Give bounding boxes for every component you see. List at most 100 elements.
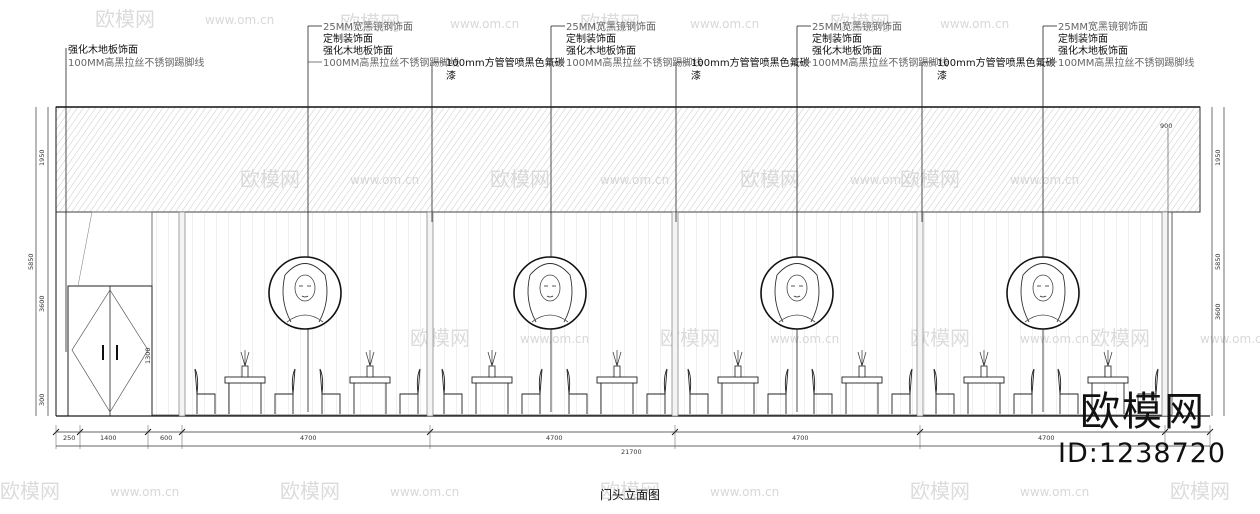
- svg-text:4700: 4700: [1038, 434, 1055, 442]
- watermark-brand: 欧模网: [280, 479, 340, 503]
- cafe-chair: [891, 368, 913, 414]
- svg-text:强化木地板饰面: 强化木地板饰面: [566, 44, 636, 57]
- svg-text:900: 900: [1160, 122, 1172, 130]
- pilaster: [426, 211, 434, 417]
- svg-text:100mm方管管喷黑色氟碳: 100mm方管管喷黑色氟碳: [937, 56, 1056, 69]
- svg-text:3600: 3600: [1214, 303, 1222, 320]
- svg-text:100MM高黑拉丝不锈钢踢脚线: 100MM高黑拉丝不锈钢踢脚线: [812, 56, 948, 69]
- svg-text:漆: 漆: [937, 69, 947, 82]
- drawing-title: 门头立面图: [599, 488, 660, 502]
- pilaster: [671, 211, 679, 417]
- pilaster-group: [178, 211, 1169, 417]
- portrait-group: [268, 256, 1080, 330]
- watermark-brand: 欧模网: [340, 11, 400, 35]
- watermark-brand: 欧模网: [0, 479, 60, 503]
- cafe-table: [596, 350, 638, 414]
- pilaster: [1161, 211, 1169, 417]
- svg-text:1950: 1950: [1214, 149, 1222, 166]
- cafe-chair: [319, 368, 341, 414]
- svg-text:1400: 1400: [100, 434, 117, 442]
- cafe-table: [224, 350, 266, 414]
- watermark-site: www.om.cn: [1200, 332, 1260, 346]
- left-note-line-1: 强化木地板饰面: [68, 43, 138, 56]
- watermark-site: www.om.cn: [690, 17, 759, 31]
- svg-text:漆: 漆: [446, 69, 456, 82]
- svg-text:100MM高黑拉丝不锈钢踢脚线: 100MM高黑拉丝不锈钢踢脚线: [1058, 56, 1194, 69]
- brand-watermark: 欧模网 ID:1238720: [1058, 392, 1228, 467]
- svg-text:1300: 1300: [144, 347, 152, 364]
- pilaster: [916, 211, 924, 417]
- watermark-site: www.om.cn: [110, 485, 179, 499]
- brand-name: 欧模网: [1080, 389, 1206, 435]
- svg-text:600: 600: [160, 434, 172, 442]
- cafe-chair: [399, 368, 421, 414]
- cafe-chair: [646, 368, 668, 414]
- pilaster: [178, 211, 186, 417]
- svg-text:3600: 3600: [38, 295, 46, 312]
- entrance-door: [67, 211, 153, 417]
- svg-text:100mm方管管喷黑色氟碳: 100mm方管管喷黑色氟碳: [691, 56, 810, 69]
- portrait-medallion: [1006, 256, 1080, 330]
- watermark-brand: 欧模网: [95, 7, 155, 31]
- watermark-brand: 欧模网: [910, 479, 970, 503]
- cafe-table: [717, 350, 759, 414]
- svg-text:21700: 21700: [621, 448, 642, 456]
- watermark-site: www.om.cn: [1020, 485, 1089, 499]
- watermark-brand: 欧模网: [830, 11, 890, 35]
- svg-text:强化木地板饰面: 强化木地板饰面: [1058, 44, 1128, 57]
- bottom-dimensions: 250 1400 600 4700 4700 4700 4700 21700: [52, 425, 1214, 456]
- left-dimensions: 1950 3600 5850 1300 300: [27, 107, 152, 416]
- svg-text:定制装饰面: 定制装饰面: [323, 32, 373, 45]
- brand-id: ID:1238720: [1058, 438, 1227, 469]
- cafe-chair: [933, 368, 955, 414]
- tube-note-3: 100mm方管管喷黑色氟碳 漆: [937, 56, 1056, 82]
- bay-note-3: 25MM宽黑镜钢饰面 定制装饰面 强化木地板饰面 100MM高黑拉丝不锈钢踢脚线: [812, 20, 948, 69]
- cafe-table: [841, 350, 883, 414]
- tube-note-2: 100mm方管管喷黑色氟碳 漆: [691, 56, 810, 82]
- svg-text:定制装饰面: 定制装饰面: [812, 32, 862, 45]
- svg-text:100MM高黑拉丝不锈钢踢脚线: 100MM高黑拉丝不锈钢踢脚线: [323, 56, 459, 69]
- cafe-chair: [1057, 368, 1079, 414]
- svg-text:5850: 5850: [1214, 253, 1222, 270]
- cafe-table: [1087, 350, 1129, 414]
- svg-text:4700: 4700: [792, 434, 809, 442]
- svg-text:1950: 1950: [38, 149, 46, 166]
- portrait-medallion: [268, 256, 342, 330]
- watermark-site: www.om.cn: [390, 485, 459, 499]
- svg-text:4700: 4700: [300, 434, 317, 442]
- svg-text:300: 300: [38, 394, 46, 406]
- svg-text:强化木地板饰面: 强化木地板饰面: [323, 44, 393, 57]
- svg-text:定制装饰面: 定制装饰面: [1058, 32, 1108, 45]
- cafe-chair: [521, 368, 543, 414]
- cafe-table: [349, 350, 391, 414]
- cafe-chair: [687, 368, 709, 414]
- watermark-site: www.om.cn: [205, 13, 274, 27]
- svg-text:漆: 漆: [691, 69, 701, 82]
- portrait-medallion: [513, 256, 587, 330]
- watermark-site: www.om.cn: [450, 17, 519, 31]
- svg-text:4700: 4700: [546, 434, 563, 442]
- cafe-chair: [1137, 368, 1159, 414]
- right-dimensions: 1950 5850 3600 900: [1160, 107, 1225, 416]
- bay-note-1: 25MM宽黑镜钢饰面 定制装饰面 强化木地板饰面 100MM高黑拉丝不锈钢踢脚线: [323, 20, 459, 69]
- portrait-medallion: [760, 256, 834, 330]
- annotation-leaders: [65, 25, 1169, 416]
- svg-text:100mm方管管喷黑色氟碳: 100mm方管管喷黑色氟碳: [446, 56, 565, 69]
- bay-note-2: 25MM宽黑镜钢饰面 定制装饰面 强化木地板饰面 100MM高黑拉丝不锈钢踢脚线: [566, 20, 702, 69]
- left-note-line-2: 100MM高黑拉丝不锈钢踢脚线: [68, 56, 204, 69]
- watermark-brand: 欧模网: [1170, 479, 1230, 503]
- svg-text:250: 250: [63, 434, 75, 442]
- bay-note-4: 25MM宽黑镜钢饰面 定制装饰面 强化木地板饰面 100MM高黑拉丝不锈钢踢脚线: [1058, 20, 1194, 69]
- watermark-brand: 欧模网: [600, 479, 660, 503]
- svg-text:5850: 5850: [27, 253, 35, 270]
- cafe-chair: [194, 368, 216, 414]
- cafe-chair: [566, 368, 588, 414]
- cafe-chair: [1013, 368, 1035, 414]
- svg-text:定制装饰面: 定制装饰面: [566, 32, 616, 45]
- fascia-band: [55, 106, 1201, 213]
- tube-note-1: 100mm方管管喷黑色氟碳 漆: [446, 56, 565, 82]
- watermark-site: www.om.cn: [940, 17, 1009, 31]
- cafe-table: [471, 350, 513, 414]
- svg-text:强化木地板饰面: 强化木地板饰面: [812, 44, 882, 57]
- svg-text:25MM宽黑镜钢饰面: 25MM宽黑镜钢饰面: [566, 20, 656, 33]
